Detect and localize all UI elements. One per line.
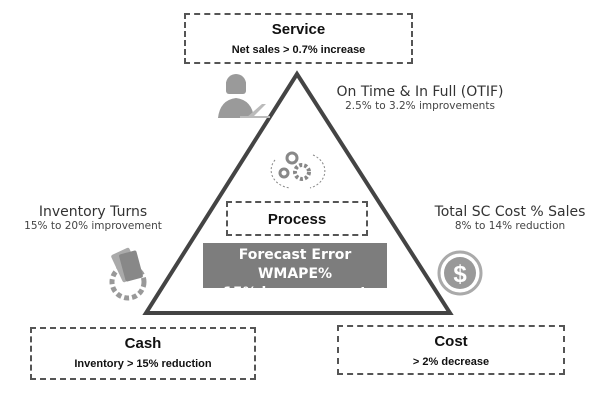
inventory-turns-title: Inventory Turns [38,204,148,220]
service-title: Service [271,21,326,38]
sc-cost-subtitle: 8% to 14% reduction [454,220,566,232]
process-title: Process [267,211,327,228]
cash-subtitle: Inventory > 15% reduction [74,358,212,370]
person-laptop-icon [218,74,270,118]
svg-text:$: $ [453,261,467,288]
sc-cost-title: Total SC Cost % Sales [434,204,586,220]
gears-cycle-icon [270,151,326,189]
otif-label: On Time & In Full (OTIF) 2.5% to 3.2% im… [325,84,515,112]
inventory-turns-label: Inventory Turns 15% to 20% improvement [3,204,183,232]
money-gear-icon [109,247,147,301]
forecast-metric-box: Forecast Error WMAPE% 15% improvement [203,243,387,301]
service-subtitle: Net sales > 0.7% increase [231,44,366,56]
forecast-metric-line1: Forecast Error WMAPE% [238,247,352,282]
cash-title: Cash [124,335,162,352]
triangle [142,70,454,315]
service-box: Service Net sales > 0.7% increase [184,13,413,64]
cost-subtitle: > 2% decrease [412,356,490,368]
dollar-icon: $ [437,250,483,296]
cash-box: Cash Inventory > 15% reduction [30,327,256,380]
forecast-metric-line2: 15% improvement [223,285,367,301]
cost-box: Cost > 2% decrease [337,325,565,375]
otif-title: On Time & In Full (OTIF) [336,84,504,100]
inventory-turns-subtitle: 15% to 20% improvement [24,220,162,232]
otif-subtitle: 2.5% to 3.2% improvements [345,100,495,112]
cost-title: Cost [434,333,468,350]
process-box: Process [226,201,368,236]
sc-cost-label: Total SC Cost % Sales 8% to 14% reductio… [420,204,600,232]
